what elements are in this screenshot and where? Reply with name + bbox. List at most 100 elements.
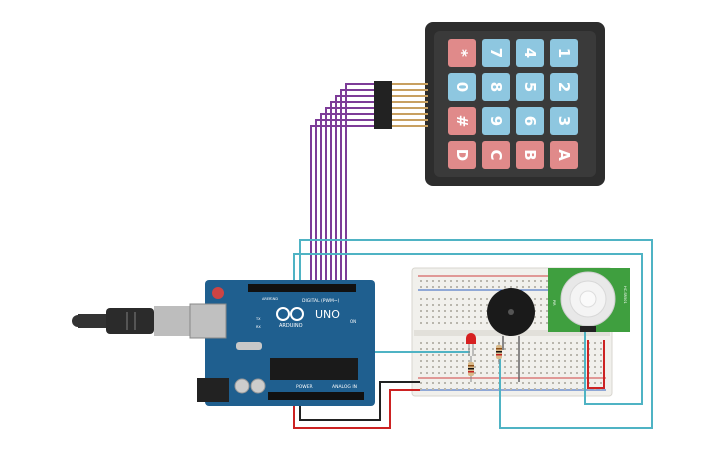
breadboard-hole — [504, 348, 506, 350]
resistor[interactable] — [496, 342, 502, 364]
keypad-key[interactable]: 3 — [550, 107, 578, 135]
breadboard-hole — [474, 360, 476, 362]
keypad-key[interactable]: * — [448, 39, 476, 67]
digital-label: DIGITAL (PWM~) — [302, 298, 340, 304]
keypad-key-face — [482, 107, 510, 135]
breadboard-hole — [450, 316, 452, 318]
breadboard-hole — [504, 280, 506, 282]
breadboard-hole — [456, 382, 458, 384]
breadboard-hole — [420, 366, 422, 368]
breadboard-hole — [462, 322, 464, 324]
breadboard-hole — [528, 388, 530, 390]
pir-sensor[interactable]: HC-SR501 PIR — [548, 268, 630, 332]
breadboard-hole — [432, 388, 434, 390]
keypad-key[interactable]: C — [482, 141, 510, 169]
breadboard-hole — [510, 366, 512, 368]
keypad-key[interactable]: 9 — [482, 107, 510, 135]
breadboard-hole — [486, 316, 488, 318]
rx-label: RX — [256, 325, 261, 329]
breadboard-hole — [528, 360, 530, 362]
breadboard-hole — [432, 354, 434, 356]
keypad-key[interactable]: 5 — [516, 73, 544, 101]
breadboard-hole — [456, 280, 458, 282]
keypad-key-face — [550, 39, 578, 67]
breadboard-hole — [594, 354, 596, 356]
keypad-wires[interactable] — [310, 83, 374, 290]
breadboard-hole — [426, 342, 428, 344]
breadboard-hole — [492, 382, 494, 384]
keypad-key-face — [550, 107, 578, 135]
resistor[interactable] — [468, 356, 474, 382]
breadboard-hole — [462, 310, 464, 312]
breadboard-hole — [570, 342, 572, 344]
breadboard-hole — [528, 366, 530, 368]
breadboard-hole — [504, 388, 506, 390]
keypad-key[interactable]: 0 — [448, 73, 476, 101]
breadboard-hole — [510, 354, 512, 356]
breadboard-hole — [540, 382, 542, 384]
breadboard-hole — [468, 322, 470, 324]
breadboard-hole — [546, 286, 548, 288]
breadboard-hole — [438, 382, 440, 384]
breadboard-hole — [480, 388, 482, 390]
keypad-key[interactable]: D — [448, 141, 476, 169]
breadboard-hole — [474, 354, 476, 356]
breadboard-hole — [444, 310, 446, 312]
breadboard-hole — [456, 286, 458, 288]
arduino-uno[interactable]: ARDUINO UNO DIGITAL (PWM~) POWER ANALOG … — [72, 280, 375, 406]
breadboard-hole — [498, 286, 500, 288]
breadboard-hole — [426, 382, 428, 384]
breadboard-hole — [486, 348, 488, 350]
breadboard-hole — [534, 298, 536, 300]
analog-label: ANALOG IN — [332, 384, 357, 390]
breadboard-hole — [432, 280, 434, 282]
breadboard-hole — [456, 360, 458, 362]
breadboard-hole — [492, 388, 494, 390]
breadboard-hole — [486, 360, 488, 362]
keypad-key[interactable]: 4 — [516, 39, 544, 67]
keypad-connector — [374, 81, 428, 129]
capacitor — [250, 378, 266, 394]
breadboard-hole — [480, 372, 482, 374]
breadboard-hole — [426, 360, 428, 362]
keypad-key[interactable]: 6 — [516, 107, 544, 135]
keypad-key[interactable]: 2 — [550, 73, 578, 101]
arduino-logo-text: ARDUINO — [279, 323, 303, 329]
breadboard-hole — [540, 388, 542, 390]
breadboard-hole — [438, 304, 440, 306]
keypad-key[interactable]: 1 — [550, 39, 578, 67]
reset-button[interactable] — [212, 287, 224, 299]
keypad-key[interactable]: 8 — [482, 73, 510, 101]
breadboard-hole — [540, 310, 542, 312]
breadboard-hole — [600, 360, 602, 362]
breadboard-hole — [474, 388, 476, 390]
breadboard-hole — [528, 354, 530, 356]
breadboard-hole — [600, 348, 602, 350]
keypad-key[interactable]: # — [448, 107, 476, 135]
breadboard-hole — [558, 372, 560, 374]
breadboard-hole — [462, 286, 464, 288]
breadboard-hole — [492, 360, 494, 362]
keypad-key[interactable]: 7 — [482, 39, 510, 67]
power-wires[interactable] — [293, 340, 605, 429]
breadboard-hole — [432, 348, 434, 350]
gnd-label: GND — [270, 297, 278, 301]
breadboard-hole — [510, 348, 512, 350]
breadboard-hole — [540, 360, 542, 362]
breadboard-hole — [426, 310, 428, 312]
breadboard-hole — [450, 382, 452, 384]
breadboard-hole — [534, 304, 536, 306]
keypad-key[interactable]: B — [516, 141, 544, 169]
breadboard-hole — [594, 360, 596, 362]
breadboard-hole — [420, 360, 422, 362]
breadboard-hole — [420, 310, 422, 312]
buzzer[interactable] — [487, 288, 535, 382]
red-led[interactable] — [466, 333, 476, 356]
breadboard-hole — [438, 372, 440, 374]
keypad-key[interactable]: A — [550, 141, 578, 169]
breadboard-hole — [540, 354, 542, 356]
breadboard-hole — [600, 372, 602, 374]
breadboard-hole — [480, 342, 482, 344]
